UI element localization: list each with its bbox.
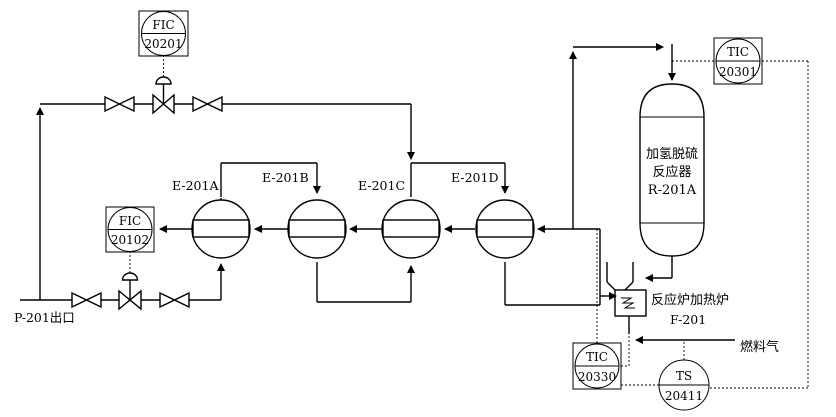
fic-20102-instrument: FIC 20102	[105, 206, 155, 253]
ts-20411-tag: TS	[676, 369, 692, 383]
gate-valve-2	[192, 95, 223, 113]
gate-valve-4	[159, 291, 190, 309]
upper-bypass-line	[36, 103, 415, 300]
reactor-r201a: 加氢脱硫 反应器 R-201A	[639, 83, 705, 257]
e201a-label: E-201A	[172, 178, 219, 193]
tic-20330-number: 20330	[578, 370, 616, 384]
reactor-name-line2: 反应器	[652, 164, 691, 180]
inlet-line	[20, 263, 225, 301]
furnace-name: 反应炉加热炉	[651, 292, 729, 308]
reactor-name-line1: 加氢脱硫	[646, 147, 698, 162]
inlet-label: P-201出口	[14, 310, 75, 325]
gate-valve-1	[104, 95, 135, 113]
fic-20201-instrument: FIC 20201	[138, 10, 189, 57]
tic-20330-tag: TIC	[586, 350, 608, 364]
signal-lines	[596, 60, 809, 389]
tic-20301-number: 20301	[719, 65, 757, 79]
fic-20102-tag: FIC	[119, 214, 141, 228]
fic-20201-tag: FIC	[152, 18, 174, 32]
reactor-feed-line	[569, 43, 676, 282]
fic-20201-number: 20201	[144, 37, 182, 51]
tic-20301-tag: TIC	[727, 45, 749, 59]
reactor-tag: R-201A	[648, 183, 697, 198]
control-valve-fic-20102	[118, 252, 142, 311]
e201b-label: E-201B	[262, 170, 309, 185]
tic-20301-instrument: TIC 20301	[713, 37, 763, 85]
exchanger-e201a: E-201A	[172, 178, 251, 259]
exchanger-e201b: E-201B	[262, 170, 347, 259]
fic-20102-number: 20102	[111, 233, 149, 247]
ts-20411-instrument: TS 20411	[658, 359, 710, 411]
e201c-label: E-201C	[358, 178, 405, 193]
furnace-f201: 反应炉加热炉 F-201	[606, 262, 729, 334]
tic-20330-instrument: TIC 20330	[572, 342, 622, 390]
ts-20411-number: 20411	[665, 389, 703, 403]
exchanger-e201c: E-201C	[358, 178, 441, 259]
gate-valve-3	[71, 291, 102, 309]
fuel-gas-line: 燃料气	[635, 336, 779, 355]
control-valve-fic-20201	[152, 56, 175, 115]
fuel-gas-label: 燃料气	[740, 339, 779, 355]
e201d-label: E-201D	[451, 170, 498, 185]
tube-side-flow	[220, 162, 617, 306]
furnace-tag: F-201	[670, 312, 706, 327]
exchanger-e201d: E-201D	[451, 170, 535, 259]
